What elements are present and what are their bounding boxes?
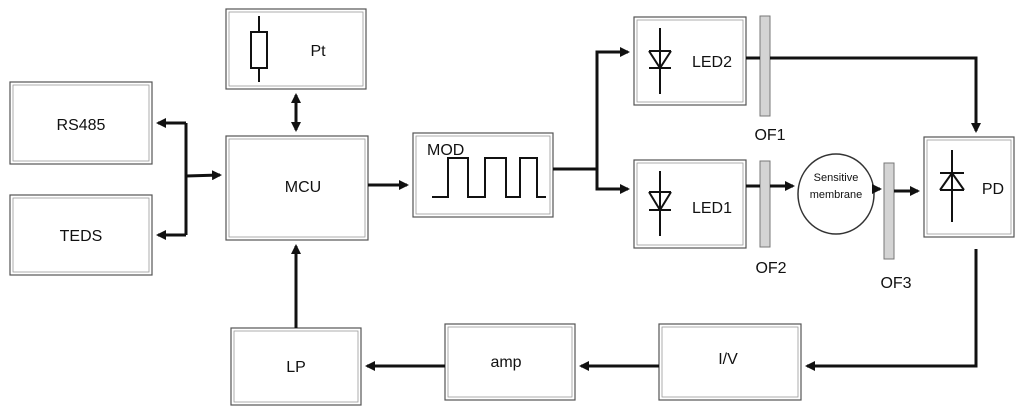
pt-block: Pt [225,8,367,90]
optical-fiber-of3: OF3 [880,162,912,292]
arrow-bus-to-mcu [185,170,222,181]
rs485-block: RS485 [9,81,153,165]
optical-fiber-of2: OF2 [755,160,787,277]
led-icon [648,28,672,94]
membrane-label-line1: Sensitive [814,172,859,184]
led1-block: LED1 [633,159,747,249]
photodiode-icon [939,150,965,222]
mod-block: MOD [412,132,554,218]
iv-label: I/V [718,351,738,368]
of1-label: OF1 [754,127,785,144]
teds-label: TEDS [60,228,103,245]
mcu-block: MCU [225,135,369,241]
mcu-label: MCU [285,179,321,196]
amp-block: amp [444,323,576,401]
led-icon [648,171,672,236]
sensitive-membrane: Sensitive membrane [797,153,875,235]
lp-block: LP [230,327,362,406]
square-wave-icon [432,157,546,198]
rs485-label: RS485 [57,117,106,134]
arrow-pd-to-iv [805,249,978,371]
arrow-of1-to-pd [770,56,981,133]
arrow-mod-to-led2 [595,47,630,169]
led2-block: LED2 [633,16,747,106]
resistor-icon [250,16,268,82]
teds-block: TEDS [9,194,153,276]
of3-label: OF3 [880,275,911,292]
of2-label: OF2 [755,260,786,277]
pt-label: Pt [310,43,326,60]
amp-label: amp [490,354,521,371]
optical-fiber-of1: OF1 [754,15,786,144]
membrane-label-line2: membrane [810,189,863,201]
led2-label: LED2 [692,54,732,71]
pd-block: PD [923,136,1015,238]
led1-label: LED1 [692,200,732,217]
arrow-mod-to-led1 [595,169,630,194]
pd-label: PD [982,181,1004,198]
iv-block: I/V [658,323,802,401]
mod-label: MOD [427,142,464,159]
lp-label: LP [286,359,306,376]
